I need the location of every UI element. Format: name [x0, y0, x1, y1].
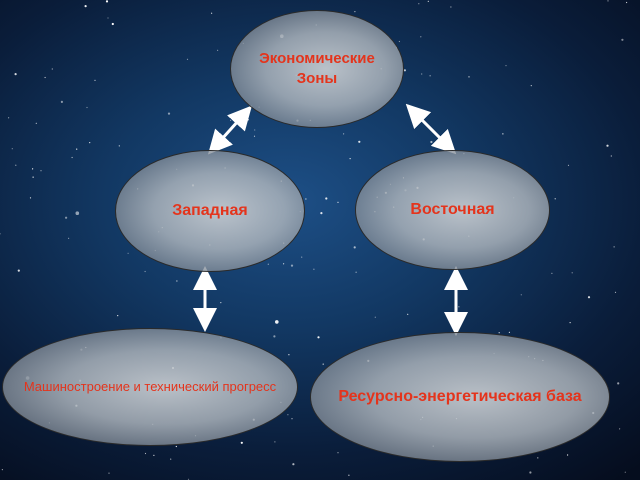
node-east-base: Ресурсно-энергетическая база [310, 332, 610, 462]
node-west-label: Западная [172, 202, 248, 219]
node-east-label: Восточная [410, 201, 495, 218]
node-economic-zones-label: Экономические Зоны [259, 50, 375, 87]
node-east: Восточная [355, 150, 550, 270]
node-economic-zones: Экономические Зоны [230, 10, 404, 128]
node-east-base-label: Ресурсно-энергетическая база [338, 388, 582, 405]
node-west-base-label: Машиностроение и технический прогресс [23, 379, 277, 394]
arrow-top-west [207, 105, 253, 155]
node-west: Западная [115, 150, 305, 272]
node-west-base: Машиностроение и технический прогресс [2, 328, 298, 446]
arrow-top-east [405, 103, 457, 155]
